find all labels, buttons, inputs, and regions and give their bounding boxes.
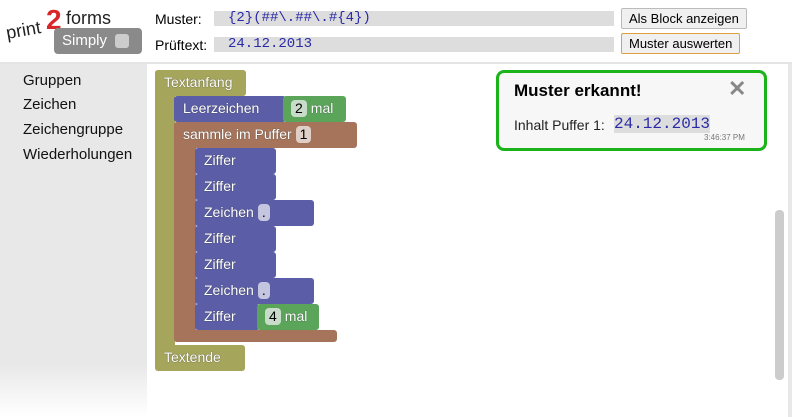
start-block[interactable]: Textanfang	[155, 70, 246, 96]
char-label: Zeichen	[204, 204, 254, 220]
char-block[interactable]: Zeichen.	[195, 278, 314, 304]
digit-block[interactable]: Ziffer	[195, 252, 276, 278]
digit-block[interactable]: Ziffer	[195, 174, 276, 200]
char-block[interactable]: Zeichen.	[195, 200, 314, 226]
pruef-label: Prüftext:	[155, 37, 208, 53]
sidebar	[0, 64, 147, 417]
collect-block-bottom	[174, 330, 337, 342]
logo-simply-badge: Simply	[54, 28, 142, 54]
char-value[interactable]: .	[257, 204, 270, 221]
header-divider	[0, 62, 792, 64]
popup-content-value: 24.12.2013	[614, 115, 711, 133]
end-block[interactable]: Textende	[155, 345, 245, 371]
close-icon[interactable]: ✕	[728, 76, 747, 101]
start-block-column	[155, 70, 175, 370]
digit-count[interactable]: 4	[265, 308, 281, 325]
show-as-block-button[interactable]: Als Block anzeigen	[621, 8, 747, 29]
popup-time: 3:46:37 PM	[704, 133, 745, 142]
sidebar-item-gruppen[interactable]: Gruppen	[23, 72, 82, 89]
muster-label: Muster:	[155, 11, 202, 27]
mal-label: mal	[284, 308, 308, 324]
char-label: Zeichen	[204, 282, 254, 298]
digit-block[interactable]: Ziffer	[195, 148, 276, 174]
sidebar-item-zeichen[interactable]: Zeichen	[23, 96, 77, 113]
logo-2: 2	[46, 4, 62, 35]
pruef-input[interactable]: 24.12.2013	[214, 37, 614, 52]
logo: print 2 forms Simply	[4, 4, 146, 60]
collect-label: sammle im Puffer	[183, 126, 292, 142]
logo-badge-text: Simply	[62, 32, 108, 49]
collect-block-column	[174, 122, 196, 342]
space-count[interactable]: 2	[291, 100, 307, 117]
sidebar-item-wiederholungen[interactable]: Wiederholungen	[23, 146, 133, 163]
digit-block[interactable]: Ziffer	[195, 304, 260, 330]
sidebar-item-zeichengruppe[interactable]: Zeichengruppe	[23, 121, 124, 138]
scrollbar[interactable]	[775, 210, 784, 380]
popup-title: Muster erkannt!	[514, 81, 642, 100]
result-popup: Muster erkannt! ✕ Inhalt Puffer 1: 24.12…	[496, 70, 767, 151]
muster-input[interactable]: {2}(##\.##\.#{4})	[214, 11, 614, 26]
buffer-number[interactable]: 1	[295, 126, 312, 143]
space-block[interactable]: Leerzeichen	[174, 96, 286, 122]
digit-block[interactable]: Ziffer	[195, 226, 276, 252]
logo-print: print	[4, 17, 43, 43]
char-value[interactable]: .	[257, 282, 270, 299]
popup-content-label: Inhalt Puffer 1:	[514, 117, 605, 133]
logo-forms: forms	[66, 8, 111, 28]
evaluate-button[interactable]: Muster auswerten	[621, 33, 741, 54]
right-border	[788, 64, 792, 417]
mal-label: mal	[310, 100, 334, 116]
